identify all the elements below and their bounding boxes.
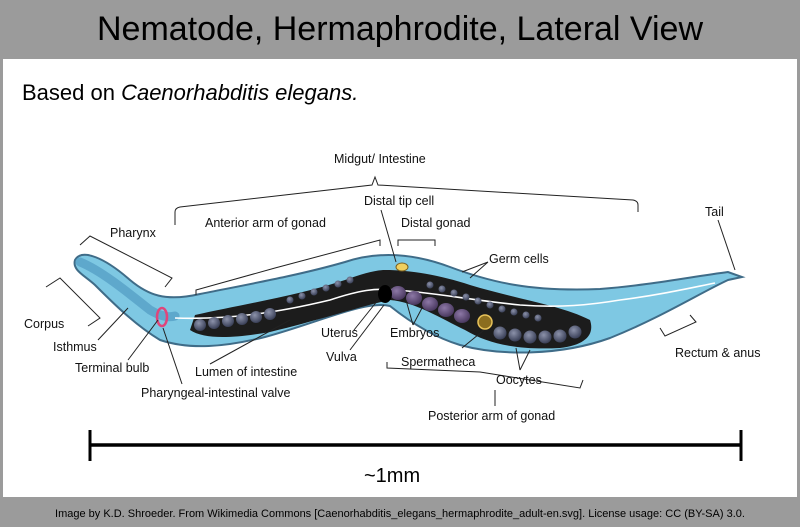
germ-cell — [426, 281, 434, 289]
label-pharyngeal-valve: Pharyngeal-intestinal valve — [141, 386, 290, 400]
germ-cell — [474, 297, 482, 305]
midgut-bracket — [174, 175, 639, 225]
spermatheca-leader — [461, 329, 485, 349]
oocyte-cell — [523, 330, 537, 344]
label-lumen: Lumen of intestine — [195, 365, 297, 379]
embryo — [390, 286, 406, 300]
label-germ-cells: Germ cells — [489, 252, 549, 266]
label-anterior-arm: Anterior arm of gonad — [205, 216, 326, 230]
germ-cell — [522, 311, 530, 319]
terminal-bulb-leader — [127, 319, 159, 361]
label-spermatheca: Spermatheca — [401, 355, 475, 369]
label-posterior-arm: Posterior arm of gonad — [428, 409, 555, 423]
gonad — [190, 270, 592, 349]
oocyte-cell — [568, 325, 582, 339]
subtitle-species: Caenorhabditis elegans. — [121, 80, 359, 105]
label-oocytes: Oocytes — [496, 373, 542, 387]
oocyte-cell — [222, 315, 234, 327]
distal-gonad-bracket — [397, 239, 436, 246]
subtitle-prefix: Based on — [22, 80, 122, 105]
label-embryos: Embryos — [390, 326, 439, 340]
uterus-leader — [353, 299, 379, 331]
intestine-lumen — [174, 282, 716, 320]
pharyngeal-valve-leader — [162, 327, 183, 385]
label-distal-tip-cell: Distal tip cell — [364, 194, 434, 208]
germ-cell — [450, 289, 458, 297]
pharyngeal-valve — [155, 306, 169, 328]
germ-cell — [286, 296, 294, 304]
vulva — [378, 285, 392, 303]
embryo — [422, 297, 438, 311]
germ-cell — [298, 292, 306, 300]
label-corpus: Corpus — [24, 317, 64, 331]
embryo — [406, 291, 422, 305]
embryo — [438, 303, 454, 317]
oocyte-cell — [508, 328, 522, 342]
germ-cell — [346, 276, 354, 284]
embryo — [454, 309, 470, 323]
germ-cell — [462, 293, 470, 301]
pharynx-bracket — [79, 235, 173, 288]
label-terminal-bulb: Terminal bulb — [75, 361, 149, 375]
corpus-bracket — [45, 277, 101, 327]
oocyte-cell — [493, 326, 507, 340]
oocyte-cell — [553, 329, 567, 343]
germ-cell — [498, 305, 506, 313]
distal-tip-leader — [380, 209, 397, 263]
subtitle: Based on Caenorhabditis elegans. — [22, 80, 358, 106]
attribution-footer: Image by K.D. Shroeder. From Wikimedia C… — [55, 507, 745, 520]
label-tail: Tail — [705, 205, 724, 219]
oocyte-cell — [208, 317, 220, 329]
label-uterus: Uterus — [321, 326, 358, 340]
germ-cell — [510, 308, 518, 316]
oocyte-cell — [236, 313, 248, 325]
distal-tip — [395, 262, 409, 272]
germ-cell — [310, 288, 318, 296]
label-rectum: Rectum & anus — [675, 346, 760, 360]
germ-cell — [438, 285, 446, 293]
spermatheca — [477, 314, 493, 330]
anterior-arm-bracket — [195, 239, 381, 295]
germ-cell — [334, 280, 342, 288]
oocyte-cell — [194, 319, 206, 331]
rectum-bracket — [659, 314, 697, 337]
isthmus-leader — [97, 307, 129, 341]
germ-cell — [486, 301, 494, 309]
label-vulva: Vulva — [326, 350, 357, 364]
oocyte-cell — [264, 308, 276, 320]
label-pharynx: Pharynx — [110, 226, 157, 240]
posterior-arm-bracket — [386, 362, 584, 389]
scale-label: ~1mm — [364, 465, 420, 487]
label-distal-gonad: Distal gonad — [401, 216, 471, 230]
germ-cell — [534, 314, 542, 322]
oocyte-cell — [538, 330, 552, 344]
oocyte-cell — [250, 311, 262, 323]
lumen-leader — [209, 319, 291, 365]
tail-leader — [717, 219, 736, 271]
page-title: Nematode, Hermaphrodite, Lateral View — [96, 9, 704, 48]
oocytes-leader — [515, 347, 531, 371]
label-isthmus: Isthmus — [53, 340, 97, 354]
vulva-leader — [349, 304, 385, 351]
germ-cell — [322, 284, 330, 292]
germ-cells-leader — [461, 261, 489, 279]
embryos-leader — [405, 299, 423, 326]
label-midgut: Midgut/ Intestine — [334, 152, 426, 166]
